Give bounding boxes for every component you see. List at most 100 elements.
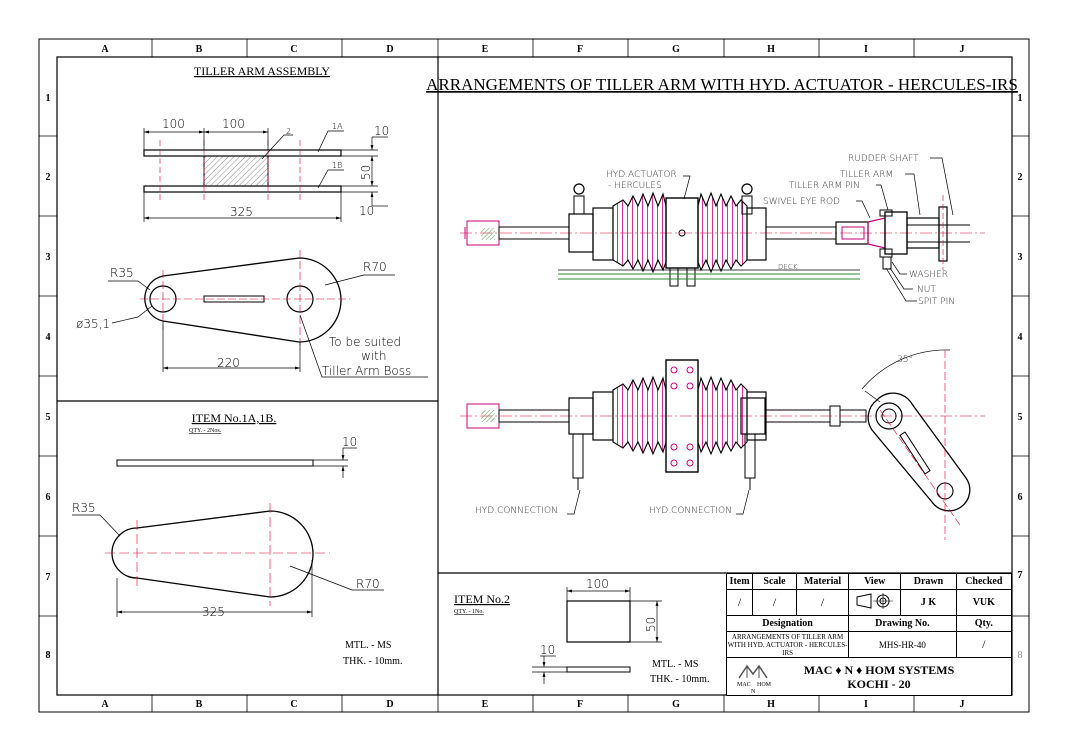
label-spit-pin: SPIT PIN — [918, 297, 955, 307]
header-scale: Scale — [752, 573, 797, 590]
col-label: E — [482, 699, 489, 710]
projection-symbol — [848, 589, 902, 616]
outer-border — [38, 38, 1030, 713]
grid-labels: A B C D E F G H I J A B C D E F G H I J … — [46, 44, 1023, 710]
dim-length: 325 — [230, 205, 253, 219]
item-1-plan-view — [111, 510, 314, 598]
leader-part-1b: 1B — [332, 161, 342, 170]
label-hyd-connection-right: HYD.CONNECTION — [649, 506, 732, 516]
arm-outline — [144, 257, 342, 343]
col-label: G — [672, 44, 680, 55]
drawing-no-label: Drawing No. — [848, 615, 957, 632]
value-checked: VUK — [955, 589, 1013, 616]
assembly-title: TILLER ARM ASSEMBLY — [194, 64, 330, 78]
row-label: 8 — [1018, 650, 1023, 661]
cylinder-body-left — [592, 207, 614, 261]
row-label: 3 — [46, 252, 51, 263]
row-label: 2 — [1018, 172, 1023, 183]
col-label: I — [864, 44, 868, 55]
col-label: E — [482, 44, 489, 55]
item-2-height: 50 — [644, 617, 658, 632]
item-2-mtl: MTL. - MS — [652, 659, 698, 670]
leader-part-1a: 1A — [332, 122, 343, 131]
value-material: / — [795, 589, 850, 616]
header-item: Item — [725, 573, 754, 590]
col-label: B — [196, 44, 203, 55]
col-label: H — [767, 44, 775, 55]
label-swivel-eye-rod: SWIVEL EYE ROD — [763, 197, 840, 207]
col-label: I — [864, 699, 868, 710]
item-1-title: ITEM No.1A,1B. — [192, 411, 277, 425]
value-drawn: J K — [900, 589, 957, 616]
row-label: 7 — [1018, 570, 1023, 581]
label-actuator-2: - HERCULES — [608, 181, 662, 191]
bellows-left — [612, 191, 667, 274]
note-line-3: Tiller Arm Boss — [322, 364, 411, 378]
label-angle: 35° — [897, 355, 913, 365]
company-city: KOCHI - 20 — [847, 676, 911, 691]
item-1-length: 325 — [202, 605, 225, 619]
qty-value: / — [955, 631, 1013, 658]
row-label: 6 — [1018, 492, 1023, 503]
row-label: 5 — [1018, 412, 1023, 423]
row-grid — [39, 135, 1029, 617]
col-label: J — [960, 44, 965, 55]
item-2-width: 100 — [586, 577, 609, 591]
deck-line — [558, 273, 860, 280]
plan-view — [460, 350, 985, 540]
col-label: H — [767, 699, 775, 710]
item-1-r-small: R35 — [72, 501, 96, 515]
company-cell: MAC HOM N MAC ♦ N ♦ HOM SYSTEMS KOCHI - … — [726, 657, 1012, 696]
tiller-arm-plan — [867, 392, 971, 512]
label-deck: DECK — [778, 263, 798, 271]
dim-thk-bottom: 10 — [359, 204, 374, 218]
cylinder-body-right — [746, 207, 767, 261]
item-2-title: ITEM No.2 — [454, 592, 510, 606]
plate-top — [143, 149, 342, 157]
designation-line-2: WITH HYD. ACTUATOR - HERCULES-IRS — [727, 640, 848, 657]
item-2-detail: ITEM No.2 QTY. - 1No. 100 50 10 MTL. - M… — [454, 577, 709, 685]
column-grid — [151, 39, 915, 712]
item-2-block — [566, 600, 631, 643]
label-hyd-connection-left: HYD.CONNECTION — [475, 506, 558, 516]
qty-label: Qty. — [955, 615, 1013, 632]
plate-bottom — [143, 185, 342, 193]
designation-line-1: ARRANGEMENTS OF TILLER ARM — [731, 632, 844, 641]
logo-text-right: HOM — [757, 682, 772, 688]
label-actuator-1: HYD.ACTUATOR — [606, 170, 677, 180]
col-label: C — [290, 699, 297, 710]
item-2-side-view — [566, 666, 631, 673]
logo-text-bottom: N — [751, 689, 756, 694]
row-label: 5 — [46, 412, 51, 423]
dim-r-small: R35 — [110, 266, 134, 280]
elevation-view — [460, 183, 985, 287]
label-tiller-arm-pin: TILLER ARM PIN — [789, 181, 860, 191]
item-1-side-view — [116, 459, 314, 467]
tiller-arm-assembly: TILLER ARM ASSEMBLY — [76, 64, 428, 378]
col-label: J — [960, 699, 965, 710]
dim-spacing-left: 100 — [162, 117, 185, 131]
item-2-thk: 10 — [540, 643, 555, 657]
dim-r-large: R70 — [363, 260, 387, 274]
item-1-r-large: R70 — [356, 577, 380, 591]
row-label: 8 — [46, 650, 51, 661]
title-block: Item Scale Material View Drawn Checked /… — [725, 573, 1013, 696]
col-label: A — [101, 44, 109, 55]
row-label: 7 — [46, 572, 51, 583]
item-1-detail: ITEM No.1A,1B. QTY. - 2Nos. 10 R35 R70 — [72, 411, 402, 667]
row-label: 2 — [46, 172, 51, 183]
col-label: D — [386, 699, 393, 710]
value-scale: / — [752, 589, 797, 616]
row-label: 4 — [46, 332, 51, 343]
row-label: 1 — [46, 93, 51, 104]
item-2-qty: QTY. - 1No. — [454, 609, 484, 615]
header-material: Material — [795, 573, 850, 590]
dim-centers: 220 — [217, 356, 240, 370]
item-2-thk-note: THK. - 10mm. — [650, 674, 709, 685]
col-label: F — [577, 699, 583, 710]
header-view: View — [848, 573, 902, 590]
item-1-qty: QTY. - 2Nos. — [189, 428, 222, 434]
col-label: C — [290, 44, 297, 55]
spacer-block — [203, 155, 269, 187]
